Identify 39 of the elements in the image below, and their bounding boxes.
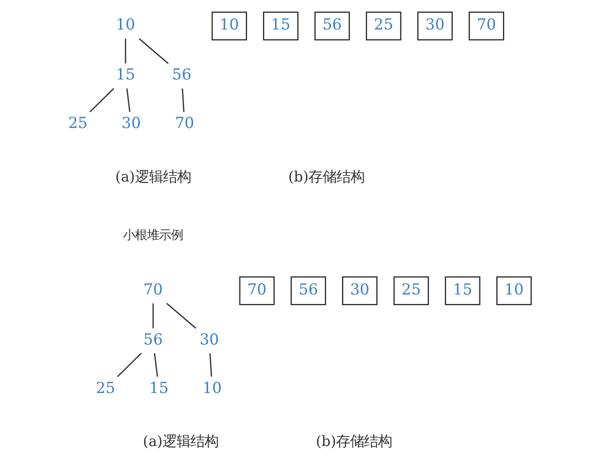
connector xyxy=(209,353,212,377)
connector xyxy=(154,353,158,377)
node-text: 70 xyxy=(174,114,194,132)
connector xyxy=(152,303,154,328)
node-box: 70 xyxy=(239,276,275,306)
node-text: 10 xyxy=(202,378,222,397)
node-box: 10 xyxy=(212,12,248,40)
node-box: 15 xyxy=(444,276,480,306)
label: (b)存储结构 xyxy=(288,169,365,186)
label: (a)逻辑结构 xyxy=(115,169,191,186)
node-box: 25 xyxy=(393,276,429,306)
node-text: 70 xyxy=(143,280,163,298)
connector xyxy=(89,88,114,112)
node-box: 30 xyxy=(342,276,378,306)
node-text: 15 xyxy=(116,66,136,84)
node-box: 56 xyxy=(314,12,350,40)
connector xyxy=(126,88,130,112)
node-box: 15 xyxy=(263,12,298,40)
node-text: 56 xyxy=(143,330,163,348)
node-box: 70 xyxy=(468,12,504,40)
connector xyxy=(124,38,126,64)
node-box: 25 xyxy=(366,12,402,40)
node-text: 56 xyxy=(172,66,192,84)
label: (a)逻辑结构 xyxy=(142,434,219,450)
connector xyxy=(138,38,169,64)
node-box: 10 xyxy=(496,276,532,306)
node-box: 30 xyxy=(417,12,453,40)
node-text: 25 xyxy=(96,378,116,397)
connector xyxy=(117,352,142,378)
node-text: 30 xyxy=(200,330,220,348)
label: 小根堆示例 xyxy=(123,228,184,242)
connector xyxy=(166,302,196,329)
node-text: 25 xyxy=(68,114,88,132)
node-box: 56 xyxy=(290,276,326,306)
connector xyxy=(182,88,184,112)
node-text: 30 xyxy=(122,114,141,132)
label: (b)存储结构 xyxy=(316,434,392,450)
node-text: 15 xyxy=(149,378,169,397)
node-text: 10 xyxy=(116,16,136,34)
